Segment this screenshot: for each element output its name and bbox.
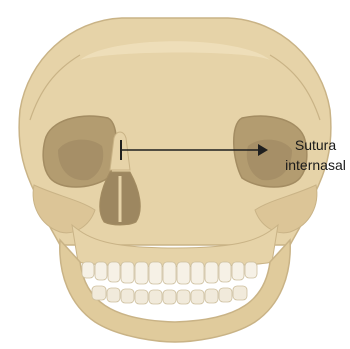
lower-teeth bbox=[92, 286, 247, 304]
annotation-label-line1: Sutura bbox=[281, 135, 350, 155]
annotation-label: Sutura internasal bbox=[281, 135, 350, 175]
annotation-label-line2: internasal bbox=[281, 155, 350, 175]
upper-teeth bbox=[82, 262, 257, 284]
